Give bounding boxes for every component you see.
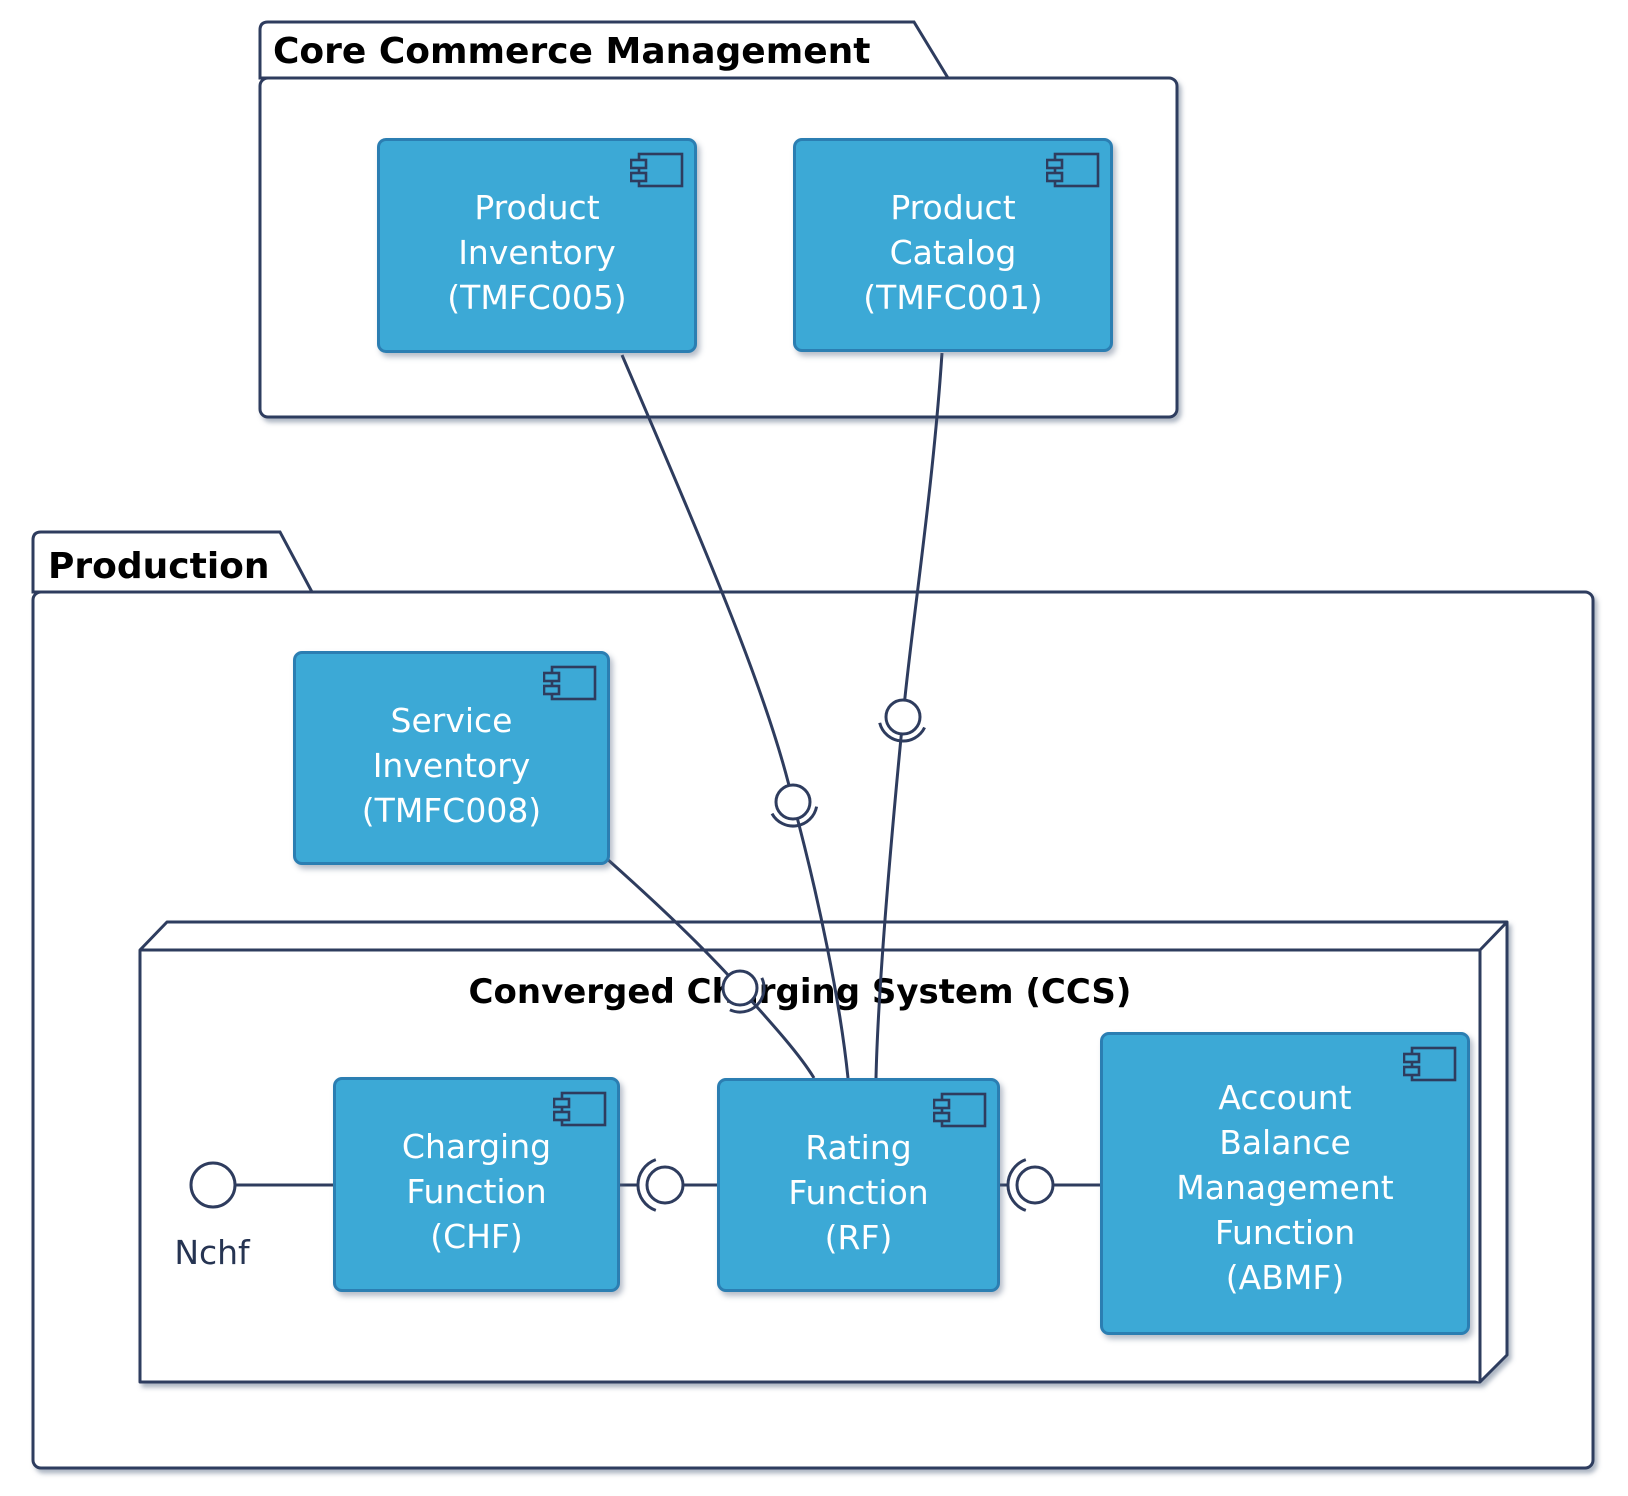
component-icon: [543, 665, 597, 701]
ball-interface-icon: [645, 1165, 685, 1205]
connector-product-catalog-to-rf: [874, 352, 944, 1079]
lollipop-interface-icon: [189, 1161, 237, 1209]
component-label: Product Catalog (TMFC001): [863, 187, 1043, 317]
component-abmf: Account Balance Management Function (ABM…: [1100, 1032, 1470, 1335]
component-label: Rating Function (RF): [788, 1127, 929, 1257]
socket-icon: [636, 1158, 657, 1212]
connector-chf-to-rf: [620, 1158, 717, 1212]
socket-icon: [878, 722, 926, 743]
interface-label-nchf: Nchf: [174, 1233, 251, 1272]
connector-service-inventory-to-rf: [605, 856, 816, 1079]
connector-rf-to-abmf: [1000, 1158, 1100, 1212]
component-label: Charging Function (CHF): [401, 1127, 552, 1256]
package-title-core-commerce: Core Commerce Management: [273, 31, 870, 72]
ball-interface-icon: [774, 783, 812, 821]
component-product-catalog: Product Catalog (TMFC001): [793, 138, 1113, 352]
component-icon: [1046, 152, 1100, 188]
component-service-inventory: Service Inventory (TMFC008): [293, 651, 610, 865]
connector-nchf-to-chf: [189, 1161, 333, 1209]
package-title-production: Production: [48, 546, 270, 587]
connector-product-inventory-to-rf: [620, 354, 850, 1079]
component-icon: [630, 152, 684, 188]
package-tab-production: [31, 530, 315, 594]
package-tab-core-commerce: [258, 20, 951, 80]
ball-interface-icon: [1015, 1165, 1055, 1205]
connector-line: [620, 354, 850, 1079]
component-icon: [933, 1092, 987, 1128]
component-label: Service Inventory (TMFC008): [361, 700, 542, 830]
component-product-inventory: Product Inventory (TMFC005): [377, 138, 697, 353]
socket-icon: [770, 806, 819, 828]
component-icon: [1403, 1046, 1457, 1082]
socket-icon: [729, 977, 766, 1014]
component-label: Product Inventory (TMFC005): [447, 188, 627, 317]
component-icon: [553, 1091, 607, 1127]
socket-icon: [1006, 1158, 1027, 1212]
component-label: Account Balance Management Function (ABM…: [1176, 1078, 1394, 1297]
ball-interface-icon: [721, 969, 759, 1007]
component-rating-function: Rating Function (RF): [717, 1078, 1000, 1292]
ball-interface-icon: [884, 698, 922, 736]
component-charging-function: Charging Function (CHF): [333, 1077, 620, 1292]
node-title-ccs: Converged Charging System (CCS): [469, 972, 1132, 1012]
